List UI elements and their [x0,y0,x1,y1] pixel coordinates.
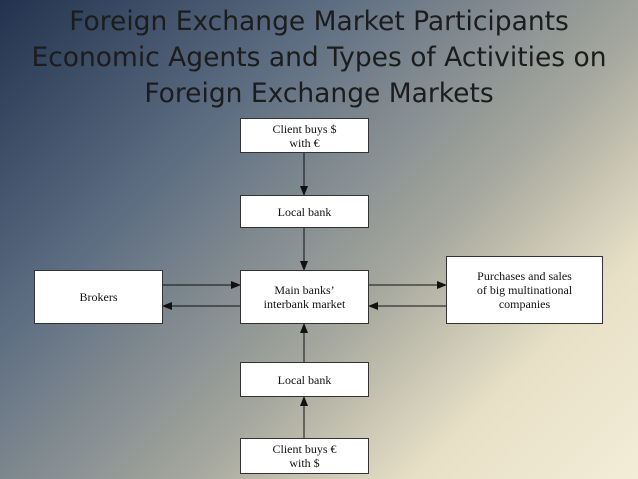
brokers-label: Brokers [79,290,118,304]
title-line-3: Foreign Exchange Markets [144,78,494,109]
multinationals-box: Purchases and sales of big multinational… [446,256,603,324]
title-line-2: Economic Agents and Types of Activities … [31,42,607,73]
local-bank-top-box: Local bank [240,195,369,228]
local-bank-bottom-box: Local bank [240,362,369,397]
title-line-1: Foreign Exchange Market Participants [69,6,569,37]
local-bank-top-label: Local bank [277,204,332,219]
brokers-box: Brokers [34,270,163,324]
multinationals-label: Purchases and sales of big multinational… [476,269,573,311]
client-buys-dollars-label: Client buys $ with € [272,121,337,150]
client-buys-euros-box: Client buys € with $ [240,438,369,474]
local-bank-bottom-label: Local bank [277,372,332,387]
slide-title: Foreign Exchange Market Participants Eco… [0,4,638,112]
main-banks-label: Main banks’ interbank market [263,283,346,311]
main-banks-box: Main banks’ interbank market [240,270,369,324]
client-buys-dollars-box: Client buys $ with € [240,118,369,153]
client-buys-euros-label: Client buys € with $ [272,442,337,470]
